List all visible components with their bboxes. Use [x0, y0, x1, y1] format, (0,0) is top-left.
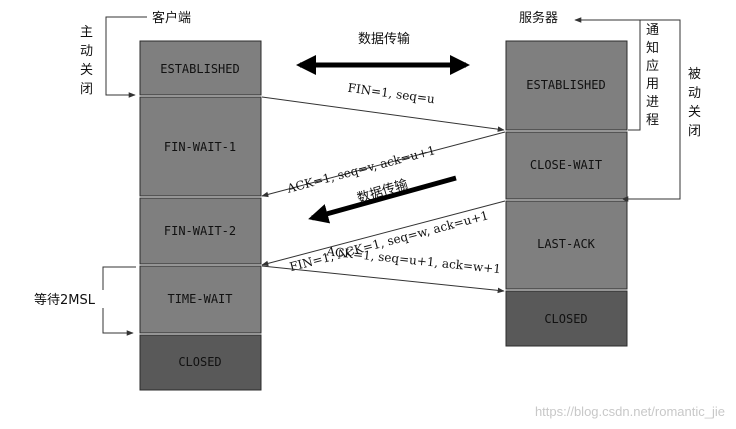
fin1-label: FIN=1, seq=u: [347, 81, 436, 107]
active-close-bracket: [105, 16, 136, 98]
client-state-fin-wait-1: FIN-WAIT-1: [164, 140, 236, 154]
passive-close-bracket: [580, 19, 681, 202]
client-state-established: ESTABLISHED: [160, 62, 239, 76]
notify-app-char-6: 程: [646, 113, 659, 128]
server-state-closed: CLOSED: [544, 312, 587, 326]
active-close-char-4: 闭: [80, 82, 93, 97]
server-state-established-box: [505, 40, 628, 131]
client-header: 客户端: [152, 10, 191, 26]
fin2-arrow: [261, 200, 506, 267]
active-close-char-3: 关: [80, 63, 93, 78]
data-transfer-top-label: 数据传输: [358, 31, 410, 47]
passive-close-char-4: 闭: [688, 124, 701, 139]
client-state-fin-wait-2-box: [139, 197, 262, 265]
server-state-last-ack-box: [505, 200, 628, 290]
notify-app-char-2: 知: [646, 40, 659, 56]
notify-app-char-5: 进: [646, 95, 659, 110]
client-state-closed-box: [139, 334, 262, 391]
ack1-arrow: [261, 131, 506, 198]
wait-2msl-label: 等待2MSL: [34, 292, 96, 308]
notify-app-char-3: 应: [646, 58, 659, 74]
ack2-label: ACK=1, seq=u+1, ack=w+1: [325, 244, 502, 276]
server-header: 服务器: [519, 10, 558, 26]
passive-close-char-3: 关: [688, 105, 701, 120]
wait-2msl-label-bg: [30, 290, 106, 308]
active-close-char-1: 主: [80, 25, 93, 40]
server-state-close-wait-box: [505, 131, 628, 200]
fin1-arrow: [261, 96, 505, 132]
server-state-established: ESTABLISHED: [526, 78, 605, 92]
notify-app-char-4: 用: [646, 77, 659, 92]
client-state-closed: CLOSED: [178, 355, 221, 369]
client-state-time-wait: TIME-WAIT: [167, 292, 232, 306]
active-close-char-2: 动: [80, 44, 93, 59]
server-state-closed-box: [505, 290, 628, 347]
passive-close-char-2: 动: [688, 86, 701, 101]
notify-app-char-1: 通: [646, 23, 659, 38]
wait-2msl-bracket: [102, 266, 136, 336]
data-transfer-mid-arrow: [308, 175, 457, 224]
client-state-fin-wait-2: FIN-WAIT-2: [164, 224, 236, 238]
ack2-arrow: [261, 265, 505, 294]
client-state-time-wait-box: [139, 265, 262, 334]
watermark: https://blog.csdn.net/romantic_jie: [535, 404, 725, 419]
passive-close-char-1: 被: [688, 67, 701, 82]
client-state-established-box: [139, 40, 262, 96]
server-state-close-wait: CLOSE-WAIT: [530, 158, 602, 172]
server-state-last-ack: LAST-ACK: [537, 237, 596, 251]
client-state-fin-wait-1-box: [139, 96, 262, 197]
